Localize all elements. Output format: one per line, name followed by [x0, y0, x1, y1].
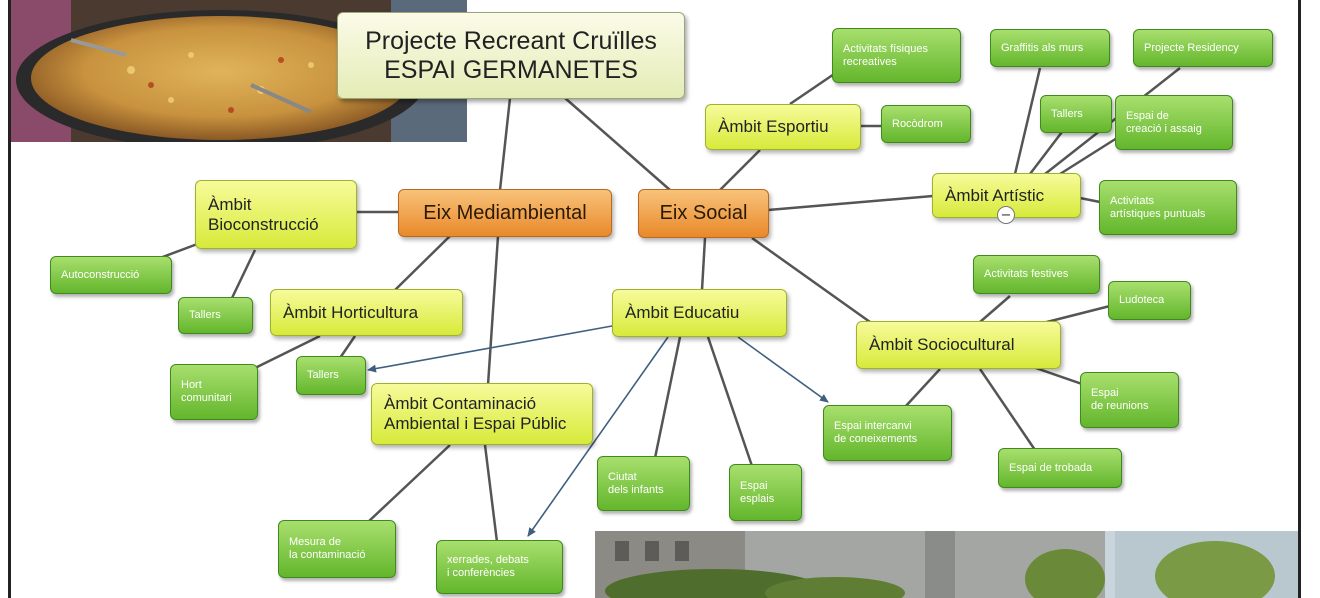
link-title-mediambiental [498, 97, 512, 191]
leaf-espai-esplais[interactable]: Espai esplais [729, 464, 802, 521]
link-socio-festives [979, 295, 1011, 323]
arrow-educ-tallers-hort [367, 325, 613, 373]
node-ambit-educatiu[interactable]: Àmbit Educatiu [612, 289, 787, 337]
link-contam-mesura [367, 444, 451, 523]
leaf-hort-comunitari[interactable]: Hort comunitari [170, 364, 258, 420]
leaf-activitats-artistiques[interactable]: Activitats artístiques puntuals [1099, 180, 1237, 235]
leaf-xerrades[interactable]: xerrades, debats i conferències [436, 540, 563, 594]
link-socio-trobada [978, 368, 1037, 451]
leaf-tallers-artistic[interactable]: Tallers [1040, 95, 1112, 133]
link-artistic-creacio [1059, 136, 1118, 176]
leaf-ciutat-infants[interactable]: Ciutat dels infants [597, 456, 690, 511]
leaf-activitats-fisiques[interactable]: Activitats físiques recreatives [832, 28, 961, 83]
leaf-graffitis[interactable]: Graffitis als murs [990, 29, 1110, 67]
leaf-tallers-horticultura[interactable]: Tallers [296, 356, 366, 395]
link-bio-autoconstruccio [159, 241, 201, 260]
link-bio-tallers [230, 249, 257, 299]
leaf-autoconstruccio[interactable]: Autoconstrucció [50, 256, 172, 294]
right-frame-border [1298, 0, 1301, 598]
leaf-espai-trobada[interactable]: Espai de trobada [998, 448, 1122, 488]
link-artistic-puntuals [1079, 196, 1101, 204]
arrow-educ-intercanvi [737, 336, 829, 403]
link-educ-esplais [706, 336, 754, 467]
leaf-tallers-bioconstruccio[interactable]: Tallers [178, 297, 253, 334]
leaf-projecte-residency[interactable]: Projecte Residency [1133, 29, 1273, 67]
node-ambit-bioconstruccio[interactable]: Àmbit Bioconstrucció [195, 180, 357, 249]
link-socio-reunions [1029, 364, 1083, 386]
node-ambit-contaminacio[interactable]: Àmbit Contaminació Ambiental i Espai Púb… [371, 383, 593, 445]
link-educ-ciutat [653, 336, 682, 459]
link-socio-intercanvi [904, 368, 941, 408]
map-title: Projecte Recreant Cruïlles ESPAI GERMANE… [337, 12, 685, 99]
left-frame-border [8, 0, 11, 598]
link-contam-xerrades [483, 444, 499, 543]
node-ambit-sociocultural[interactable]: Àmbit Sociocultural [856, 321, 1061, 369]
leaf-espai-reunions[interactable]: Espai de reunions [1080, 372, 1179, 428]
link-mediambiental-horticultura [394, 235, 451, 291]
node-eix-mediambiental[interactable]: Eix Mediambiental [398, 189, 612, 237]
link-hort-comunitari [254, 334, 321, 370]
leaf-activitats-festives[interactable]: Activitats festives [973, 255, 1100, 294]
link-social-esportiu [719, 149, 761, 191]
leaf-mesura-contaminacio[interactable]: Mesura de la contaminació [278, 520, 396, 578]
node-ambit-esportiu[interactable]: Àmbit Esportiu [705, 104, 861, 150]
link-title-social [564, 97, 671, 191]
collapse-toggle-button[interactable]: − [997, 206, 1015, 224]
link-artistic-graffitis [1013, 67, 1042, 175]
node-ambit-horticultura[interactable]: Àmbit Horticultura [270, 289, 463, 336]
leaf-rocodrom[interactable]: Rocòdrom [881, 105, 971, 143]
leaf-ludoteca[interactable]: Ludoteca [1108, 281, 1191, 320]
link-artistic-tallers [1029, 127, 1066, 175]
leaf-espai-creacio[interactable]: Espai de creació i assaig [1115, 95, 1233, 150]
arrow-educ-xerrades [527, 336, 669, 537]
link-social-artistic [767, 194, 934, 212]
link-hort-tallers [338, 335, 357, 359]
link-esportiu-fisiques [789, 68, 841, 106]
link-mediambiental-contaminacio [486, 235, 500, 386]
link-social-sociocultural [751, 236, 871, 324]
leaf-espai-intercanvi[interactable]: Espai intercanvi de coneixements [823, 405, 952, 461]
street-photo [595, 531, 1298, 598]
link-social-educatiu [700, 237, 707, 291]
link-artistic-residency [1044, 67, 1181, 175]
node-eix-social[interactable]: Eix Social [638, 189, 769, 238]
